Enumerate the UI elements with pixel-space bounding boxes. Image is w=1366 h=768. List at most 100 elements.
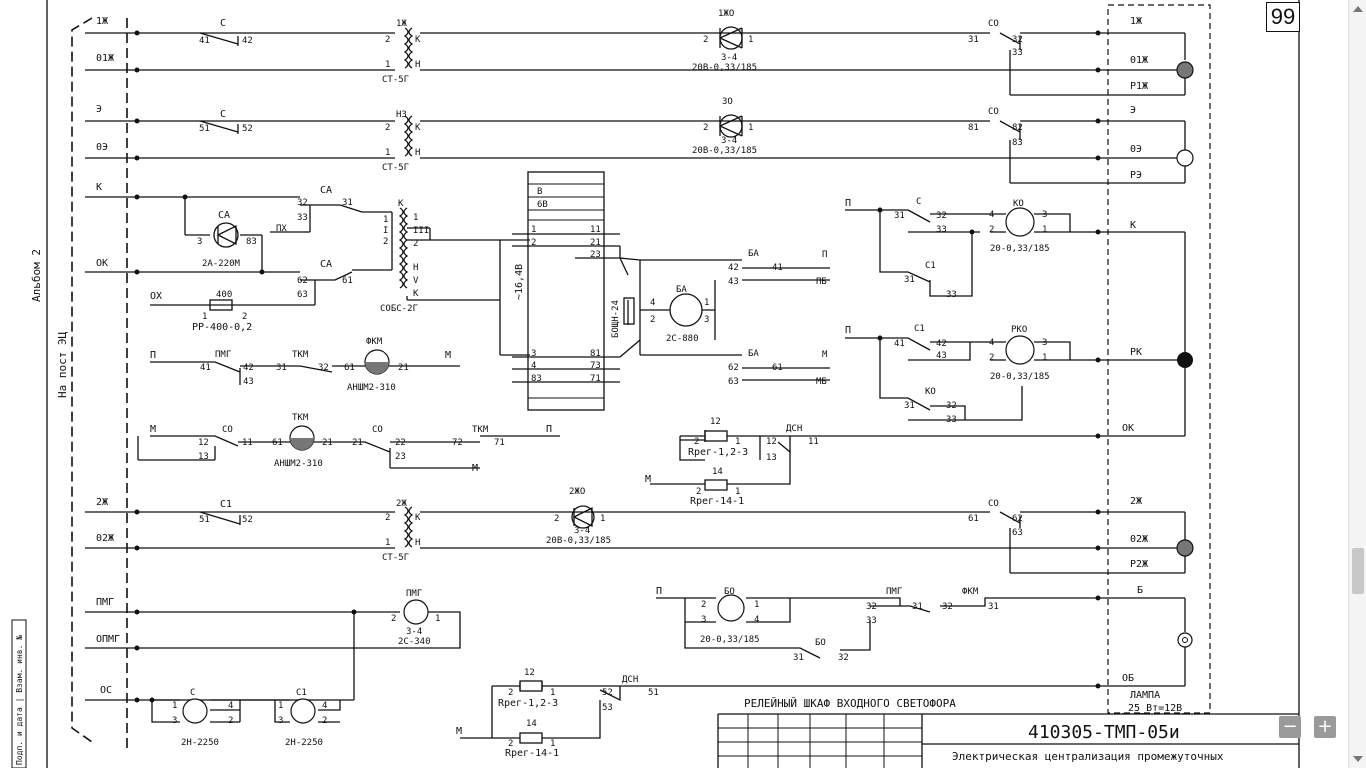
row3-i1: 1: [383, 215, 388, 225]
rreg1-r12: 12: [710, 417, 721, 427]
pmg2-b3: 3: [701, 615, 706, 625]
row1-k: К: [415, 35, 421, 45]
block-n4: 4: [531, 361, 536, 371]
row1-co33: 33: [1012, 48, 1023, 58]
scroll-down-icon[interactable]: [1353, 756, 1363, 762]
os-rr1: 1: [550, 739, 555, 749]
block-b: В: [537, 187, 542, 197]
rreg1-rr2: 2: [696, 487, 701, 497]
pmg-t32: 32: [318, 363, 329, 373]
row2-l2: 2: [703, 123, 708, 133]
ko-c1-33: 33: [946, 290, 957, 300]
pmg2-f32: 32: [942, 602, 953, 612]
os-ccspec: 2Н-2250: [285, 738, 323, 748]
row2-lspec: 20В-0,33/185: [692, 146, 757, 156]
tkm-tkm2: ТКМ: [472, 425, 489, 435]
diode-ca-icon: [216, 224, 237, 246]
block-ba-bot: БА: [748, 349, 759, 359]
r2zh-n2: 2: [385, 513, 390, 523]
rko-p: П: [845, 325, 851, 336]
os-r12: 12: [524, 668, 535, 678]
term-01zh: 01Ж: [1130, 55, 1148, 66]
block-ba63: 63: [728, 377, 739, 387]
term-b: Б: [1137, 585, 1143, 596]
block-n2: 2: [531, 238, 536, 248]
tkm-t21: 21: [322, 438, 333, 448]
vertical-scrollbar[interactable]: [1348, 0, 1366, 768]
row2-c52: 52: [242, 124, 253, 134]
row2-n1: 1: [385, 148, 390, 158]
tkm-c13: 13: [198, 452, 209, 462]
tkm-k71: 71: [494, 438, 505, 448]
r2zh-k: К: [415, 513, 421, 523]
side-stamp: Подп. и дата | Взам. инв. №: [15, 635, 24, 765]
signal-lamp-1zh-icon: [1176, 61, 1194, 79]
bus-3: Э: [96, 104, 102, 115]
block-bspec: 2С-880: [666, 334, 699, 344]
os-c3: 3: [172, 716, 177, 726]
terminal-rk-dot-icon: [1177, 352, 1193, 368]
bus-ox: ОХ: [150, 291, 162, 302]
tkm-co2: СО: [372, 425, 383, 435]
row1-tr: 1Ж: [396, 19, 407, 29]
term-ob: ОБ: [1122, 673, 1134, 684]
row1-h: Н: [415, 60, 420, 70]
row3-d83: 83: [246, 237, 257, 247]
term-r2zh: Р2Ж: [1130, 559, 1148, 570]
rreg1-rname2: Rрег-14-1: [690, 496, 744, 507]
pmg2-p2: 2: [391, 614, 396, 624]
r2zh-l2: 2: [554, 514, 559, 524]
row1-lamp: 1ЖО: [718, 9, 734, 19]
os-c4: 4: [228, 701, 233, 711]
scroll-thumb[interactable]: [1352, 548, 1364, 594]
row1-co32: 32: [1012, 35, 1023, 45]
block-bosh: БОЩН-24: [611, 300, 621, 338]
os-cc2: 2: [322, 716, 327, 726]
row3-ca63: 63: [297, 290, 308, 300]
relay-rko-icon: [1005, 335, 1035, 365]
terminal-b-lamp-icon: [1177, 632, 1193, 648]
zoom-in-button[interactable]: +: [1314, 716, 1336, 738]
ko-c33: 33: [936, 225, 947, 235]
row2-k: К: [415, 123, 421, 133]
row3-d3: 3: [197, 237, 202, 247]
zoom-out-button[interactable]: −: [1279, 716, 1301, 738]
relay-pmg-icon: [403, 599, 429, 625]
row3-tr-type: СОБС-2Г: [380, 304, 418, 314]
row3-h: Н: [413, 263, 418, 273]
tkm-m: М: [472, 463, 478, 474]
block-n1: 1: [531, 225, 536, 235]
bus-01zh: 01Ж: [96, 53, 114, 64]
ko-c: С: [916, 197, 921, 207]
scroll-up-icon[interactable]: [1353, 6, 1363, 12]
os-c1: 1: [172, 701, 177, 711]
pmg-tkm: ТКМ: [292, 350, 309, 360]
block-n83: 83: [531, 374, 542, 384]
row3-ca62: 62: [297, 276, 308, 286]
os-cspec: 2Н-2250: [181, 738, 219, 748]
rko-r4: 4: [989, 338, 994, 348]
pmg-pmg: ПМГ: [215, 350, 231, 360]
term-2zh: 2Ж: [1130, 496, 1142, 507]
relay-ba-icon: [669, 293, 703, 327]
block-n81: 81: [590, 349, 601, 359]
ko-k1: 1: [1042, 225, 1047, 235]
row1-n1: 1: [385, 60, 390, 70]
block-n21: 21: [590, 238, 601, 248]
os-rname2: Rрег-14-1: [505, 748, 559, 759]
pmg-p41: 41: [200, 363, 211, 373]
row3-ca: СА: [320, 185, 332, 196]
title-code: 410305-ТМП-05и: [1028, 722, 1180, 743]
rreg1-rname: Rрег-1,2-3: [688, 447, 748, 458]
os-rr2: 2: [508, 739, 513, 749]
row2-co: СО: [988, 107, 999, 117]
row2-l1: 1: [748, 123, 753, 133]
os-cc4: 4: [322, 701, 327, 711]
row1-n2: 2: [385, 35, 390, 45]
r2zh-c1: С1: [220, 499, 232, 510]
row2-tr-type: СТ-5Г: [382, 163, 409, 173]
block-pb: ПБ: [816, 277, 827, 287]
row1-c: С: [220, 18, 226, 29]
block-ba43: 43: [728, 277, 739, 287]
